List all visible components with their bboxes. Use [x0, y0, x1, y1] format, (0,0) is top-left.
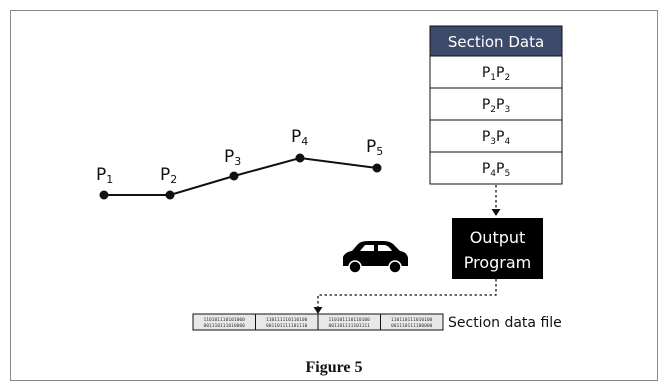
section-data-row-label: P3P4 — [482, 129, 511, 147]
point-label: P2 — [160, 165, 177, 186]
point-marker — [372, 163, 382, 173]
section-data-file: 110101110101000 001110111010000 11011111… — [192, 313, 562, 331]
section-data-file-label: Section data file — [448, 315, 562, 331]
file-bits: 110110111010100 — [391, 317, 433, 323]
car-icon — [343, 241, 408, 274]
point-p3: P3 — [224, 147, 241, 181]
arrow-head-icon — [491, 209, 501, 216]
section-data-header-label: Section Data — [448, 33, 544, 51]
file-bits: 110101110101000 — [203, 317, 245, 323]
output-program-line2: Program — [464, 253, 532, 272]
point-label: P4 — [291, 127, 308, 148]
file-bits: 001110111100000 — [391, 323, 433, 329]
output-program-line1: Output — [470, 228, 526, 247]
point-label: P3 — [224, 147, 241, 168]
section-data-row — [429, 55, 563, 89]
section-data-table: Section Data P1P2 P2P3 P3P4 P4P5 — [429, 25, 563, 185]
section-data-row — [429, 151, 563, 185]
point-p4: P4 — [291, 127, 308, 163]
file-bits: 001110111010000 — [203, 323, 245, 329]
point-marker — [295, 153, 305, 163]
output-program-background — [452, 218, 543, 279]
section-data-row-label: P2P3 — [482, 97, 510, 115]
point-p2: P2 — [160, 165, 177, 200]
section-data-row — [429, 119, 563, 153]
point-marker — [165, 190, 175, 200]
point-marker — [229, 171, 239, 181]
section-data-row-label: P4P5 — [482, 161, 510, 179]
output-program-box: Output Program — [452, 218, 543, 279]
figure-caption: Figure 5 — [305, 359, 362, 376]
point-p5: P5 — [366, 137, 383, 173]
file-bits: 110101110110100 — [328, 317, 370, 323]
point-label: P1 — [96, 165, 113, 186]
file-bits: 110111110110100 — [266, 317, 308, 323]
file-bits: 001101111101111 — [328, 323, 370, 329]
section-data-header — [429, 25, 563, 57]
point-label: P5 — [366, 137, 383, 158]
section-data-row-label: P1P2 — [482, 65, 510, 83]
point-p1: P1 — [96, 165, 113, 200]
point-marker — [99, 190, 109, 200]
arrow-program-to-file — [317, 279, 497, 308]
arrow-head-icon — [313, 307, 323, 314]
file-bits: 001101111101110 — [266, 323, 308, 329]
